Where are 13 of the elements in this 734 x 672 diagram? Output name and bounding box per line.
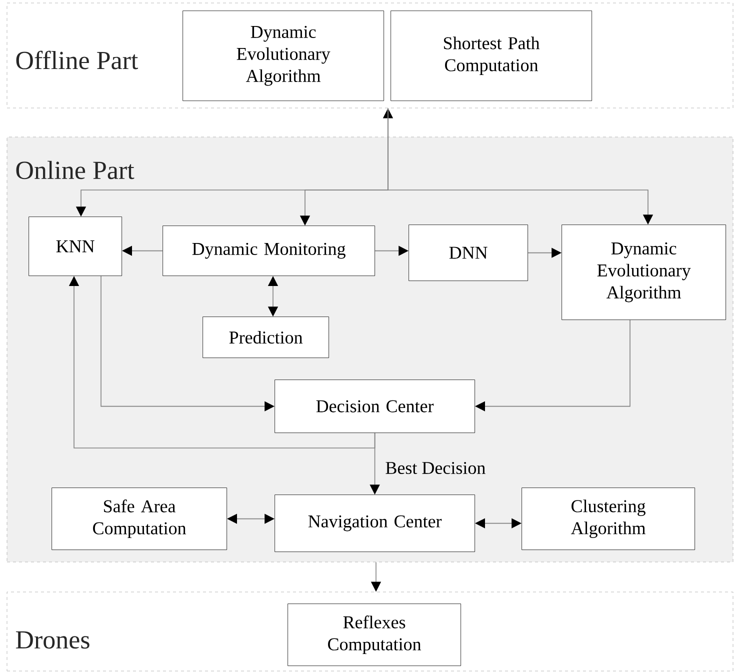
process-box: Dynamic Monitoring [162, 226, 375, 276]
process-box: Shortest Path Computation [390, 10, 592, 101]
process-box: Dynamic Evolutionary Algorithm [182, 10, 384, 101]
process-box: Dynamic Evolutionary Algorithm [562, 224, 726, 320]
process-box: Prediction [202, 316, 329, 358]
process-box: Clustering Algorithm [522, 488, 695, 550]
process-box: Navigation Center [274, 494, 475, 552]
process-box: Reflexes Computation [288, 604, 461, 666]
process-box: KNN [28, 216, 122, 276]
process-box: Decision Center [274, 380, 475, 433]
process-box: DNN [408, 224, 528, 281]
process-box: Safe Area Computation [52, 488, 227, 550]
edge-label: Best Decision [384, 460, 487, 476]
